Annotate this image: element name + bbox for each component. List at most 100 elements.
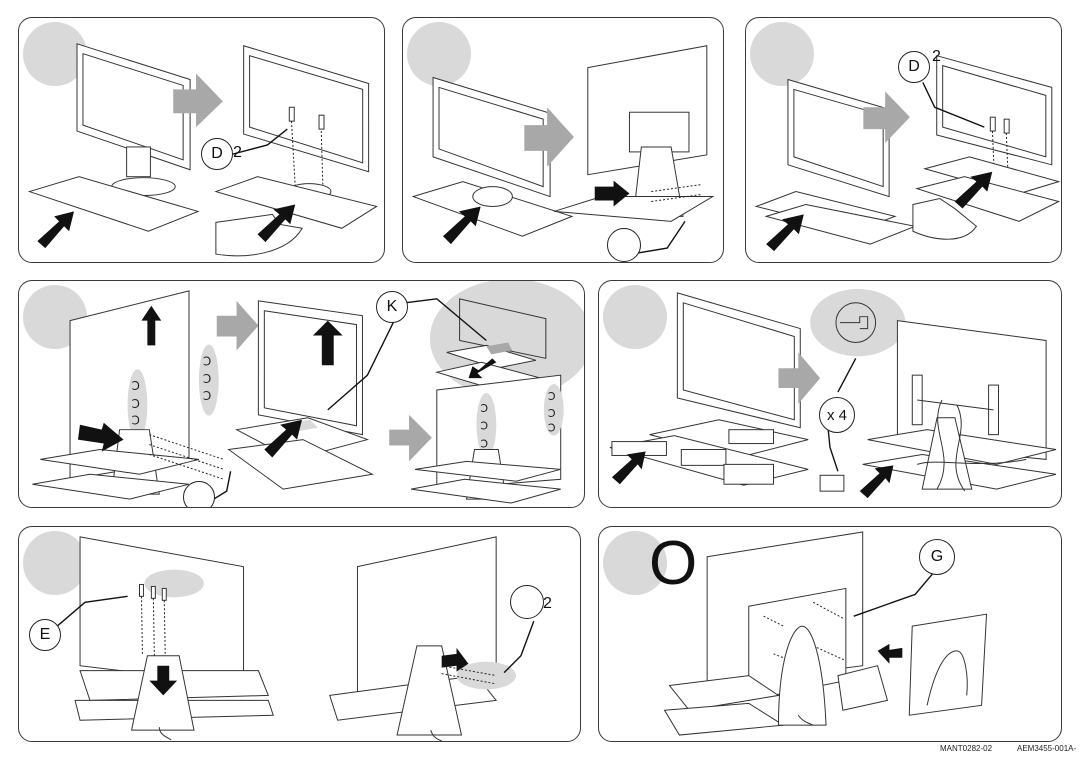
grey-arrow-right-icon bbox=[216, 300, 259, 351]
svg-text:Ↄ: Ↄ bbox=[480, 403, 488, 415]
grey-arrow-right-icon bbox=[389, 414, 432, 462]
stand-cover bbox=[396, 645, 463, 736]
tv-back bbox=[896, 320, 1047, 460]
part-quantity: 2 bbox=[543, 595, 552, 612]
step-panel-6: E 2 bbox=[18, 526, 581, 742]
black-arrow-icon bbox=[859, 465, 894, 499]
tv-neck bbox=[126, 146, 151, 178]
screw-icon bbox=[1003, 118, 1010, 134]
glass-shelf bbox=[227, 439, 374, 490]
callout-leader bbox=[327, 318, 396, 411]
grey-arrow-right-icon bbox=[524, 107, 574, 167]
step-3-illustration bbox=[754, 55, 1061, 252]
svg-text:Ↄ: Ↄ bbox=[132, 397, 140, 411]
step-4-illustration: Ↄ Ↄ Ↄ Ↄ Ↄ Ↄ Ↄ Ↄ Ↄ Ↄ bbox=[32, 281, 584, 504]
tv-screen bbox=[432, 76, 551, 198]
tv-screen bbox=[676, 292, 801, 429]
step-panel-4: Ↄ Ↄ Ↄ Ↄ Ↄ Ↄ Ↄ Ↄ Ↄ Ↄ bbox=[18, 280, 585, 508]
glass-shelf bbox=[40, 449, 200, 475]
stand-column bbox=[921, 417, 973, 490]
glass-shelf bbox=[915, 176, 1061, 222]
glass-shelf bbox=[410, 478, 561, 504]
part-quantity: 2 bbox=[233, 144, 242, 161]
up-arrow-icon bbox=[141, 305, 162, 346]
black-arrow-icon bbox=[468, 358, 497, 379]
black-arrow-icon bbox=[441, 647, 469, 672]
callout-leader bbox=[827, 427, 839, 472]
black-arrow-icon bbox=[442, 206, 481, 245]
step-panel-2 bbox=[402, 17, 724, 263]
step-7-illustration bbox=[663, 531, 988, 736]
grey-arrow-right-icon bbox=[863, 91, 910, 143]
glass-shelf bbox=[553, 196, 715, 222]
glass-shelf bbox=[414, 460, 561, 482]
callout-leader bbox=[637, 220, 686, 254]
part-callout-blank bbox=[510, 585, 544, 619]
tv-back bbox=[587, 45, 708, 176]
tv-back bbox=[436, 374, 562, 490]
screw-icon bbox=[989, 116, 996, 132]
step-number-circle bbox=[23, 531, 87, 595]
part-quantity-callout: x 4 bbox=[819, 397, 855, 433]
step-number-circle bbox=[603, 531, 667, 595]
screw-icon bbox=[150, 585, 156, 599]
part-callout-d: D bbox=[201, 138, 233, 170]
tv-screen bbox=[936, 55, 1053, 166]
step-1-illustration bbox=[27, 43, 378, 257]
screw-icon bbox=[161, 587, 167, 601]
stand-cover bbox=[777, 625, 827, 726]
black-arrow-icon bbox=[877, 643, 903, 664]
svg-text:Ↄ: Ↄ bbox=[480, 439, 488, 451]
callout-leader bbox=[922, 82, 985, 128]
black-arrow-icon bbox=[37, 211, 75, 249]
screw-icon bbox=[139, 583, 144, 597]
step-panel-3: D 2 bbox=[745, 17, 1062, 263]
footer-code-right: AEM3455-001A- bbox=[1017, 744, 1077, 753]
svg-text:Ↄ: Ↄ bbox=[132, 414, 140, 428]
glass-shelf bbox=[411, 181, 574, 237]
tv-shelf-cabinet bbox=[837, 665, 889, 711]
step-number-circle bbox=[750, 22, 814, 86]
glass-shelf bbox=[32, 473, 190, 500]
svg-text:Ↄ: Ↄ bbox=[548, 391, 556, 403]
svg-text:Ↄ: Ↄ bbox=[203, 372, 211, 386]
part-callout-k: K bbox=[376, 291, 408, 323]
black-arrow-icon bbox=[954, 171, 993, 209]
callout-leader bbox=[837, 357, 857, 393]
av-device bbox=[728, 429, 774, 445]
step-label: O bbox=[649, 529, 698, 598]
callout-leader bbox=[503, 620, 535, 674]
part-quantity: 2 bbox=[932, 48, 941, 65]
up-arrow-icon bbox=[312, 320, 343, 366]
callout-leader bbox=[56, 595, 128, 627]
step-2-illustration bbox=[411, 45, 715, 254]
grey-arrow-right-icon bbox=[778, 352, 821, 404]
svg-text:Ↄ: Ↄ bbox=[203, 389, 211, 403]
footer-code-left: MANT0282-02 bbox=[940, 744, 993, 753]
part-callout-blank bbox=[607, 228, 641, 262]
tv-shelf-cabinet bbox=[668, 675, 780, 711]
av-device bbox=[723, 463, 774, 485]
black-arrow-icon bbox=[77, 422, 124, 452]
tv-screen bbox=[243, 45, 370, 173]
base-plate bbox=[912, 197, 978, 240]
part-callout-d: D bbox=[898, 51, 930, 83]
step-6-illustration bbox=[56, 536, 535, 741]
black-arrow-icon bbox=[264, 419, 302, 458]
screw-icon bbox=[318, 114, 325, 130]
part-callout-g: G bbox=[919, 539, 955, 575]
step-panel-7: O G bbox=[598, 526, 1062, 742]
svg-text:Ↄ: Ↄ bbox=[480, 421, 488, 433]
svg-text:Ↄ: Ↄ bbox=[548, 423, 556, 435]
black-arrow-icon bbox=[611, 451, 646, 485]
callout-leader bbox=[213, 471, 232, 500]
step-panel-1: D 2 bbox=[18, 17, 385, 263]
glass-shelf bbox=[214, 176, 378, 229]
rear-cover-piece bbox=[908, 613, 988, 716]
callout-leader bbox=[404, 298, 487, 342]
step-panel-5: x 4 bbox=[598, 280, 1062, 508]
av-device bbox=[680, 449, 727, 466]
screw-icon bbox=[288, 106, 295, 122]
svg-text:Ↄ: Ↄ bbox=[203, 354, 211, 368]
black-arrow-icon bbox=[257, 204, 296, 243]
